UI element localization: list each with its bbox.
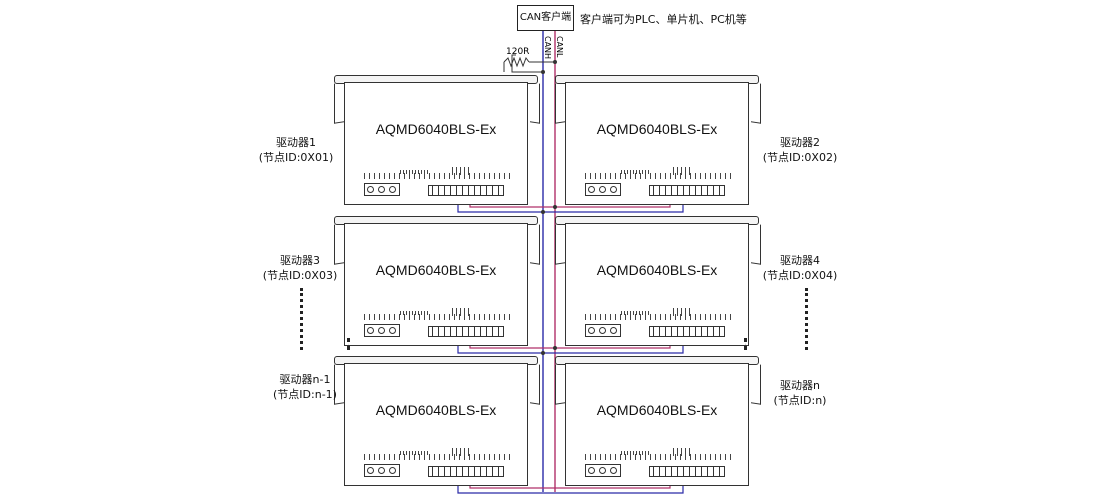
terminator-resistor xyxy=(503,56,530,68)
driver-model-label: AQMD6040BLS-Ex xyxy=(375,121,497,137)
driver-model-label: AQMD6040BLS-Ex xyxy=(375,402,497,418)
driver-4-label: 驱动器4 (节点ID:0X04) xyxy=(758,253,842,283)
can-client-note: 客户端可为PLC、单片机、PC机等 xyxy=(580,13,747,26)
signal-terminal-block xyxy=(649,466,725,477)
power-terminal-block xyxy=(364,183,400,196)
power-terminal-block xyxy=(364,464,400,477)
driver-n-label: 驱动器n (节点ID:n) xyxy=(758,378,842,408)
can-client-box: CAN客户端 xyxy=(517,5,574,31)
driver-name: 驱动器n-1 xyxy=(279,373,331,386)
driver-3-label: 驱动器3 (节点ID:0X03) xyxy=(258,253,342,283)
driver-1: AQMD6040BLS-Ex xyxy=(334,75,540,207)
driver-n: AQMD6040BLS-Ex xyxy=(555,356,761,488)
driver-n-1: AQMD6040BLS-Ex xyxy=(334,356,540,488)
driver-node-id: (节点ID:0X01) xyxy=(258,151,334,164)
driver-model-label: AQMD6040BLS-Ex xyxy=(596,262,718,278)
driver-node-id: (节点ID:0X02) xyxy=(762,151,838,164)
driver-4: AQMD6040BLS-Ex xyxy=(555,216,761,348)
signal-terminal-block xyxy=(428,326,504,337)
continuation-dots-small-left xyxy=(347,338,354,350)
continuation-dots-right xyxy=(805,288,812,350)
canh-label: CANH xyxy=(543,36,552,59)
driver-n-1-label: 驱动器n-1 (节点ID:n-1) xyxy=(260,372,350,402)
signal-terminal-block xyxy=(649,326,725,337)
driver-model-label: AQMD6040BLS-Ex xyxy=(596,121,718,137)
driver-name: 驱动器n xyxy=(780,379,820,392)
driver-node-id: (节点ID:0X03) xyxy=(262,269,338,282)
driver-1-label: 驱动器1 (节点ID:0X01) xyxy=(254,135,338,165)
driver-name: 驱动器3 xyxy=(280,254,320,267)
terminator-label: 120R xyxy=(506,47,529,57)
driver-node-id: (节点ID:n) xyxy=(773,394,827,407)
signal-terminal-block xyxy=(649,185,725,196)
driver-2: AQMD6040BLS-Ex xyxy=(555,75,761,207)
driver-name: 驱动器4 xyxy=(780,254,820,267)
driver-name: 驱动器1 xyxy=(276,136,316,149)
continuation-dots-small-right xyxy=(744,338,751,350)
can-client-label: CAN客户端 xyxy=(519,12,572,23)
driver-name: 驱动器2 xyxy=(780,136,820,149)
power-terminal-block xyxy=(585,464,621,477)
terminator-wire xyxy=(511,54,543,73)
power-terminal-block xyxy=(585,324,621,337)
driver-model-label: AQMD6040BLS-Ex xyxy=(375,262,497,278)
canl-label: CANL xyxy=(555,36,564,58)
power-terminal-block xyxy=(585,183,621,196)
signal-terminal-block xyxy=(428,466,504,477)
driver-model-label: AQMD6040BLS-Ex xyxy=(596,402,718,418)
driver-2-label: 驱动器2 (节点ID:0X02) xyxy=(758,135,842,165)
signal-terminal-block xyxy=(428,185,504,196)
power-terminal-block xyxy=(364,324,400,337)
junction-dots xyxy=(541,60,557,355)
driver-node-id: (节点ID:n-1) xyxy=(273,388,337,401)
continuation-dots-left xyxy=(300,288,307,350)
driver-node-id: (节点ID:0X04) xyxy=(762,269,838,282)
driver-3: AQMD6040BLS-Ex xyxy=(334,216,540,348)
